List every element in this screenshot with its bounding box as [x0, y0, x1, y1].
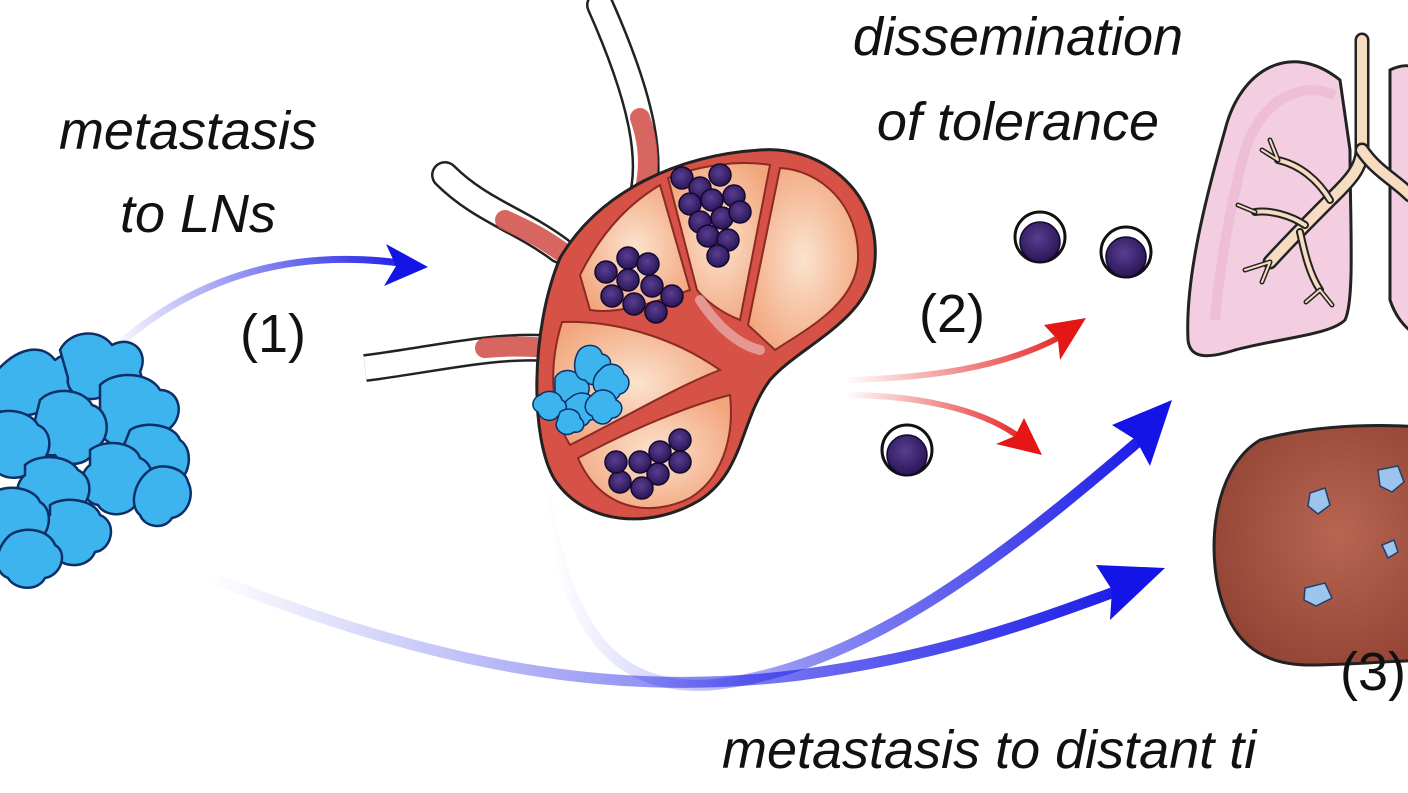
- immune-cell-cluster-top: [670, 163, 752, 268]
- tolerance-arrow-up: [842, 318, 1086, 383]
- dissemination-label-line2: of tolerance: [877, 92, 1159, 152]
- immune-cell-cluster-mid: [594, 246, 684, 324]
- metastasis-distant-label: metastasis to distant ti: [722, 720, 1258, 780]
- liver-body: [1212, 424, 1408, 667]
- step-1-label: (1): [240, 304, 306, 364]
- immune-cell-icon: [880, 210, 1153, 477]
- liver-lesions: [1303, 465, 1405, 607]
- lung-icon: [1186, 32, 1408, 358]
- liver-icon: [1212, 424, 1408, 667]
- ln-to-distant-arrow: [539, 400, 1172, 691]
- dissemination-label-line1: dissemination: [853, 7, 1183, 67]
- tumor-cell-cluster-icon: [0, 332, 192, 589]
- tolerance-arrow-down: [842, 392, 1042, 455]
- metastasis-to-lns-label-line2: to LNs: [120, 184, 276, 244]
- step-3-label: (3): [1340, 642, 1406, 702]
- metastasis-distant-arrow: [199, 565, 1165, 688]
- airway-tree: [1235, 32, 1408, 308]
- metastasis-to-ln-arrow: [106, 244, 428, 356]
- tumor-cells-in-lymph-node-icon: [532, 344, 630, 436]
- lymph-node-icon: [363, 0, 877, 521]
- metastasis-to-lns-label-line1: metastasis: [59, 101, 317, 161]
- immune-cell-cluster-bottom: [604, 428, 692, 500]
- right-lung: [1388, 64, 1408, 331]
- step-2-label: (2): [919, 284, 985, 344]
